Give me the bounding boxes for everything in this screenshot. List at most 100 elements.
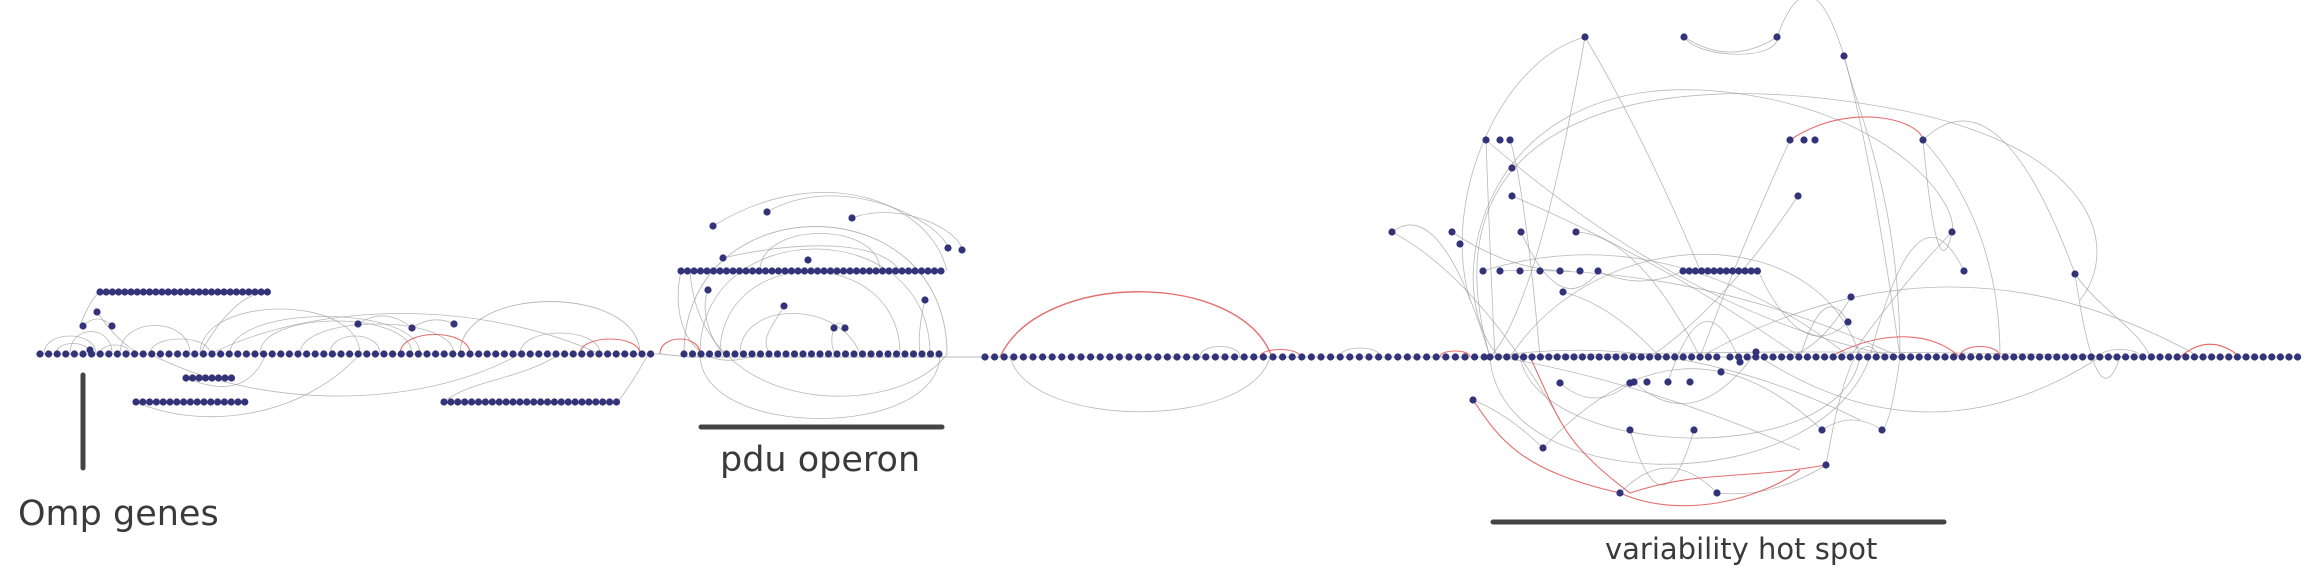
gene-node-252 — [1067, 353, 1075, 361]
gene-node-123 — [214, 374, 223, 382]
gene-node-304 — [1553, 353, 1561, 361]
gene-node-451 — [1539, 444, 1547, 452]
gene-node-126 — [440, 398, 448, 406]
gene-node-144 — [564, 398, 572, 406]
gene-node-184 — [839, 267, 848, 275]
edge-33 — [712, 192, 948, 272]
gene-node-286 — [1394, 353, 1402, 361]
gene-node-13 — [139, 350, 147, 358]
edge-17 — [357, 315, 413, 329]
gene-node-27 — [260, 350, 268, 358]
gene-node-158 — [450, 320, 458, 328]
edge-18 — [411, 319, 455, 329]
edge-96 — [1667, 321, 1741, 383]
edge-74 — [1562, 291, 1661, 358]
gene-node-334 — [1812, 353, 1820, 361]
gene-node-318 — [1671, 353, 1679, 361]
highlight-edge-46 — [659, 338, 701, 355]
gene-node-63 — [569, 350, 577, 358]
gene-node-139 — [530, 398, 538, 406]
highlight-edge-22 — [579, 338, 641, 355]
gene-node-248 — [1029, 353, 1037, 361]
gene-node-104 — [152, 398, 160, 406]
gene-node-434 — [1847, 293, 1855, 301]
gene-node-249 — [1039, 353, 1047, 361]
gene-node-55 — [500, 350, 508, 358]
gene-node-226 — [901, 350, 909, 358]
gene-node-426 — [1516, 267, 1524, 275]
gene-node-379 — [2199, 353, 2207, 361]
gene-node-62 — [561, 350, 569, 358]
gene-node-151 — [612, 398, 621, 406]
gene-node-65 — [586, 350, 595, 358]
gene-node-191 — [885, 267, 893, 275]
variability-hot-spot-label: variability hot spot — [1605, 532, 1878, 566]
gene-node-155 — [86, 346, 94, 354]
gene-node-353 — [1975, 353, 1983, 361]
gene-node-384 — [2242, 353, 2250, 361]
edge-23 — [185, 353, 267, 387]
gene-node-357 — [2010, 353, 2018, 361]
omp-genes-label: Omp genes — [18, 494, 219, 534]
gene-node-391 — [1679, 267, 1687, 275]
gene-node-92 — [214, 288, 222, 296]
gene-node-110 — [193, 398, 201, 406]
gene-node-15 — [156, 350, 164, 358]
edge-49 — [1199, 346, 1241, 358]
gene-node-136 — [509, 398, 517, 406]
pdu-operon-label: pdu operon — [720, 440, 921, 480]
gene-node-164 — [709, 267, 718, 275]
gene-node-125 — [227, 374, 236, 382]
gene-node-168 — [735, 267, 744, 275]
gene-node-145 — [571, 398, 579, 406]
edge-32 — [759, 233, 881, 272]
gene-node-309 — [1595, 353, 1603, 361]
gene-node-220 — [850, 350, 858, 358]
gene-node-58 — [526, 350, 534, 358]
gene-node-263 — [1173, 353, 1181, 361]
gene-node-268 — [1221, 353, 1229, 361]
gene-node-310 — [1604, 353, 1612, 361]
gene-node-307 — [1578, 353, 1586, 361]
gene-node-103 — [146, 398, 154, 406]
gene-node-270 — [1240, 353, 1248, 361]
gene-node-406 — [1773, 33, 1781, 41]
gene-node-118 — [182, 374, 190, 382]
gene-node-94 — [226, 288, 234, 296]
gene-node-86 — [177, 288, 185, 296]
gene-node-100 — [263, 288, 271, 296]
gene-node-223 — [875, 350, 884, 358]
edge-14 — [259, 320, 413, 355]
gene-node-195 — [911, 267, 919, 275]
gene-node-450 — [1878, 426, 1886, 434]
gene-node-269 — [1231, 353, 1239, 361]
gene-node-192 — [891, 267, 900, 275]
edge-84 — [1821, 419, 1883, 431]
gene-node-320 — [1688, 353, 1696, 361]
gene-node-162 — [696, 267, 705, 275]
gene-node-59 — [535, 350, 543, 358]
gene-node-385 — [2251, 353, 2259, 361]
gene-node-264 — [1183, 353, 1191, 361]
gene-node-439 — [1686, 378, 1694, 386]
gene-node-57 — [518, 350, 526, 358]
gene-node-170 — [748, 267, 757, 275]
gene-node-369 — [2113, 353, 2121, 361]
gene-node-160 — [683, 267, 692, 275]
gene-node-272 — [1259, 353, 1267, 361]
gene-node-293 — [1461, 353, 1469, 361]
highlight-edge-110 — [1472, 399, 1621, 494]
gene-node-189 — [872, 267, 880, 275]
gene-node-382 — [2225, 353, 2233, 361]
gene-node-176 — [787, 267, 796, 275]
gene-node-147 — [585, 398, 593, 406]
gene-node-233 — [848, 214, 856, 222]
gene-node-120 — [195, 374, 203, 382]
edge-66 — [1391, 224, 1491, 358]
gene-node-25 — [242, 350, 250, 358]
gene-node-210 — [765, 350, 773, 358]
gene-node-124 — [221, 374, 229, 382]
gene-node-302 — [1536, 353, 1544, 361]
gene-node-69 — [621, 350, 629, 358]
gene-node-181 — [820, 267, 828, 275]
